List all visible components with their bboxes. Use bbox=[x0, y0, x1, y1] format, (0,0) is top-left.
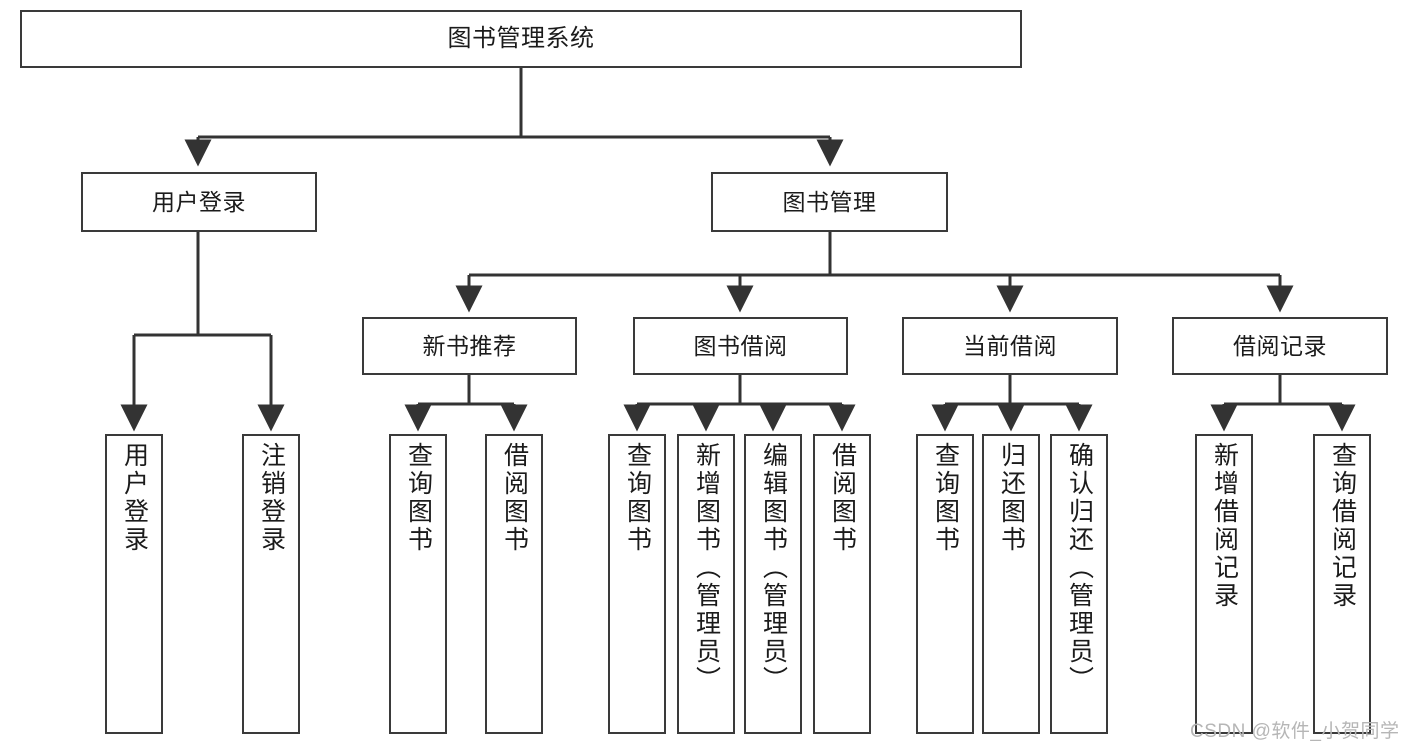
leaf-borrow-records-query-record[interactable]: 查询借阅记录 bbox=[1313, 434, 1371, 734]
node-label: 新书推荐 bbox=[422, 332, 517, 359]
node-label: 归还图书 bbox=[997, 442, 1026, 554]
node-label: 查询图书 bbox=[404, 442, 433, 554]
node-root-book-management-system[interactable]: 图书管理系统 bbox=[20, 10, 1022, 68]
node-label: 图书管理 bbox=[782, 188, 877, 215]
node-label: 注销登录 bbox=[257, 442, 286, 554]
node-label: 查询图书 bbox=[931, 442, 960, 554]
node-label: 当前借阅 bbox=[963, 332, 1057, 359]
leaf-book-borrow-edit-book-admin[interactable]: 编辑图书（管理员） bbox=[744, 434, 802, 734]
leaf-borrow-records-add-record[interactable]: 新增借阅记录 bbox=[1195, 434, 1253, 734]
leaf-new-book-query-books[interactable]: 查询图书 bbox=[389, 434, 447, 734]
leaf-user-login-logout[interactable]: 注销登录 bbox=[242, 434, 300, 734]
node-book-borrow[interactable]: 图书借阅 bbox=[633, 317, 848, 375]
leaf-current-borrow-query-books[interactable]: 查询图书 bbox=[916, 434, 974, 734]
leaf-user-login-login[interactable]: 用户登录 bbox=[105, 434, 163, 734]
leaf-book-borrow-borrow-books[interactable]: 借阅图书 bbox=[813, 434, 871, 734]
node-label: 借阅图书 bbox=[828, 442, 857, 554]
node-label: 编辑图书（管理员） bbox=[759, 442, 788, 694]
node-user-login[interactable]: 用户登录 bbox=[81, 172, 317, 232]
leaf-book-borrow-query-books[interactable]: 查询图书 bbox=[608, 434, 666, 734]
leaf-current-borrow-return-books[interactable]: 归还图书 bbox=[982, 434, 1040, 734]
node-label: 查询图书 bbox=[623, 442, 652, 554]
leaf-current-borrow-confirm-return-admin[interactable]: 确认归还（管理员） bbox=[1050, 434, 1108, 734]
node-label: 查询借阅记录 bbox=[1328, 442, 1357, 610]
node-label: 借阅图书 bbox=[500, 442, 529, 554]
node-label: 借阅记录 bbox=[1233, 332, 1327, 359]
csdn-watermark: CSDN @软件_小贺同学 bbox=[1190, 721, 1400, 742]
leaf-book-borrow-add-book-admin[interactable]: 新增图书（管理员） bbox=[677, 434, 735, 734]
node-label: 确认归还（管理员） bbox=[1065, 442, 1094, 694]
node-new-book-recommend[interactable]: 新书推荐 bbox=[362, 317, 577, 375]
node-label: 用户登录 bbox=[120, 442, 149, 554]
node-label: 用户登录 bbox=[152, 188, 246, 215]
node-label: 图书管理系统 bbox=[447, 25, 595, 53]
node-borrow-records[interactable]: 借阅记录 bbox=[1172, 317, 1388, 375]
node-label: 新增图书（管理员） bbox=[692, 442, 721, 694]
node-current-borrow[interactable]: 当前借阅 bbox=[902, 317, 1118, 375]
node-book-management[interactable]: 图书管理 bbox=[711, 172, 948, 232]
leaf-new-book-borrow-books[interactable]: 借阅图书 bbox=[485, 434, 543, 734]
node-label: 图书借阅 bbox=[693, 332, 788, 359]
node-label: 新增借阅记录 bbox=[1210, 442, 1239, 610]
